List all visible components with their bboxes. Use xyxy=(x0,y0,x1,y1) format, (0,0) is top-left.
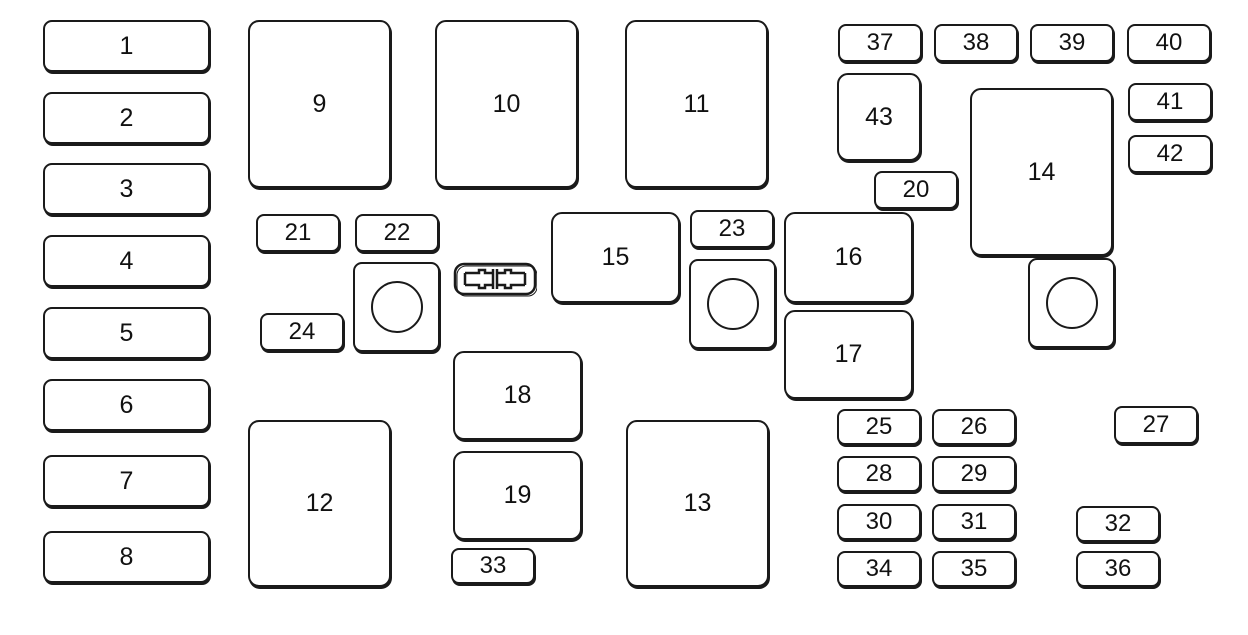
fuse-23: 23 xyxy=(690,210,774,248)
fuse-36: 36 xyxy=(1076,551,1160,587)
fuse-27: 27 xyxy=(1114,406,1198,444)
fuse-35: 35 xyxy=(932,551,1016,587)
maxi-fuse-5: 5 xyxy=(43,307,210,359)
fuse-40: 40 xyxy=(1127,24,1211,62)
stud-right xyxy=(1028,258,1115,348)
stud-ring-icon xyxy=(1045,277,1098,329)
fuse-21: 21 xyxy=(256,214,340,252)
fuse-24: 24 xyxy=(260,313,344,351)
relay-15: 15 xyxy=(551,212,680,303)
fuse-25: 25 xyxy=(837,409,921,445)
fuse-31: 31 xyxy=(932,504,1016,540)
fuse-39: 39 xyxy=(1030,24,1114,62)
maxi-fuse-3: 3 xyxy=(43,163,210,215)
fuse-puller-icon xyxy=(453,261,538,299)
relay-19: 19 xyxy=(453,451,582,540)
fuse-28: 28 xyxy=(837,456,921,492)
relay-17: 17 xyxy=(784,310,913,399)
relay-9: 9 xyxy=(248,20,391,188)
relay-18: 18 xyxy=(453,351,582,440)
fuse-41: 41 xyxy=(1128,83,1212,121)
relay-14: 14 xyxy=(970,88,1113,256)
fuse-32: 32 xyxy=(1076,506,1160,542)
maxi-fuse-1: 1 xyxy=(43,20,210,72)
fuse-puller-svg xyxy=(453,262,538,297)
stud-center xyxy=(689,259,776,349)
maxi-fuse-6: 6 xyxy=(43,379,210,431)
fuse-29: 29 xyxy=(932,456,1016,492)
relay-12: 12 xyxy=(248,420,391,587)
relay-43: 43 xyxy=(837,73,921,161)
maxi-fuse-4: 4 xyxy=(43,235,210,287)
maxi-fuse-7: 7 xyxy=(43,455,210,507)
fuse-22: 22 xyxy=(355,214,439,252)
stud-ring-icon xyxy=(370,281,423,333)
relay-16: 16 xyxy=(784,212,913,303)
fuse-34: 34 xyxy=(837,551,921,587)
relay-11: 11 xyxy=(625,20,768,188)
fuse-38: 38 xyxy=(934,24,1018,62)
stud-ring-icon xyxy=(706,278,759,330)
relay-10: 10 xyxy=(435,20,578,188)
maxi-fuse-8: 8 xyxy=(43,531,210,583)
relay-13: 13 xyxy=(626,420,769,587)
maxi-fuse-2: 2 xyxy=(43,92,210,144)
fuse-26: 26 xyxy=(932,409,1016,445)
fuse-42: 42 xyxy=(1128,135,1212,173)
fuse-20: 20 xyxy=(874,171,958,209)
fuse-33: 33 xyxy=(451,548,535,584)
fuse-37: 37 xyxy=(838,24,922,62)
stud-left xyxy=(353,262,440,352)
fuse-30: 30 xyxy=(837,504,921,540)
